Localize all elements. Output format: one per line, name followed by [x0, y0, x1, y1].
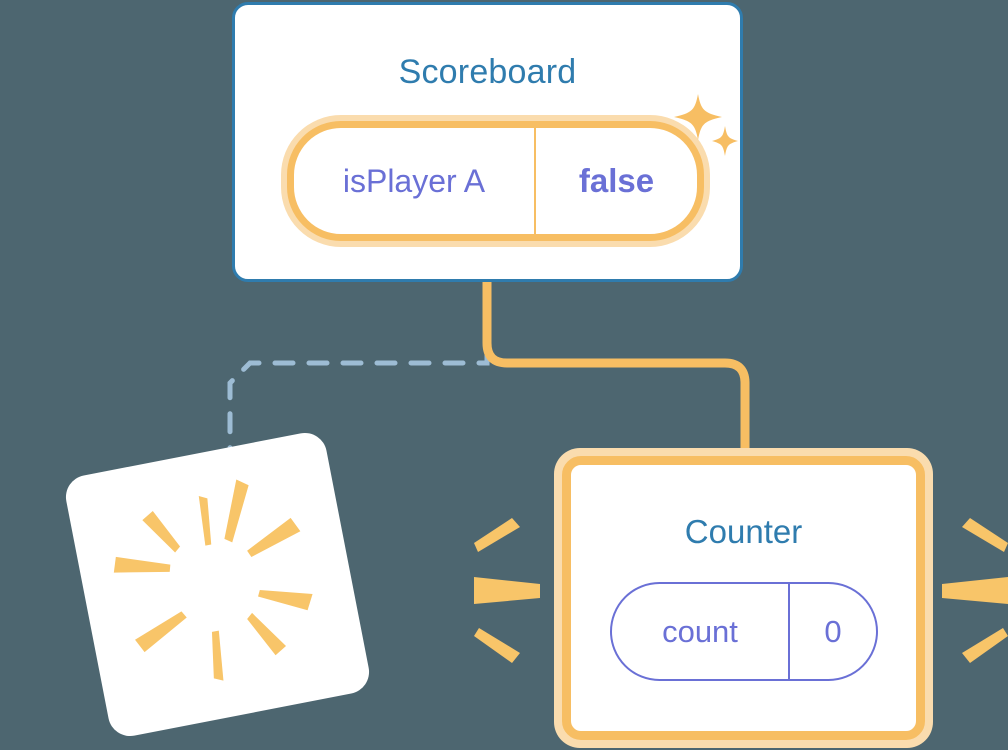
- counter-state-key: count: [612, 584, 790, 679]
- counter-state-pill[interactable]: count 0: [610, 582, 878, 681]
- counter-ray-icon: [474, 518, 520, 552]
- counter-ray-icon: [474, 577, 540, 604]
- counter-ray-icon: [474, 628, 520, 663]
- scoreboard-state-row: isPlayer A false: [287, 121, 704, 241]
- scoreboard-state-value: false: [578, 162, 655, 199]
- scoreboard-state-pill[interactable]: isPlayer A false: [281, 115, 710, 247]
- burst-ray-group: [113, 479, 313, 681]
- solid-connector-path: [482, 282, 750, 470]
- burst-ray-icon: [113, 556, 171, 573]
- counter-state-value: 0: [824, 613, 842, 649]
- counter-ray-icon: [962, 628, 1008, 663]
- counter-card-inner-ring: Counter count 0: [562, 456, 925, 740]
- counter-card[interactable]: Counter count 0: [554, 448, 933, 748]
- scoreboard-state-key: isPlayer A: [294, 128, 536, 234]
- counter-rays-left-group: [474, 518, 540, 663]
- counter-state-row: count 0: [610, 582, 878, 681]
- burst-ray-icon: [142, 510, 181, 553]
- burst-ray-icon: [224, 479, 249, 543]
- scoreboard-title: Scoreboard: [398, 53, 577, 91]
- burst-ray-icon: [247, 517, 301, 558]
- counter-ray-icon: [962, 518, 1008, 552]
- burst-ray-icon: [258, 590, 313, 611]
- counter-rays-right-group: [942, 518, 1008, 663]
- counter-ray-icon: [942, 577, 1008, 604]
- burst-ray-icon: [211, 630, 224, 681]
- burst-ray-icon: [198, 495, 212, 546]
- scoreboard-card[interactable]: Scoreboard isPlayer A false: [232, 2, 743, 282]
- burst-card[interactable]: [62, 429, 373, 740]
- counter-title: Counter: [684, 513, 803, 550]
- burst-ray-icon: [135, 611, 187, 653]
- burst-ray-icon: [247, 612, 287, 656]
